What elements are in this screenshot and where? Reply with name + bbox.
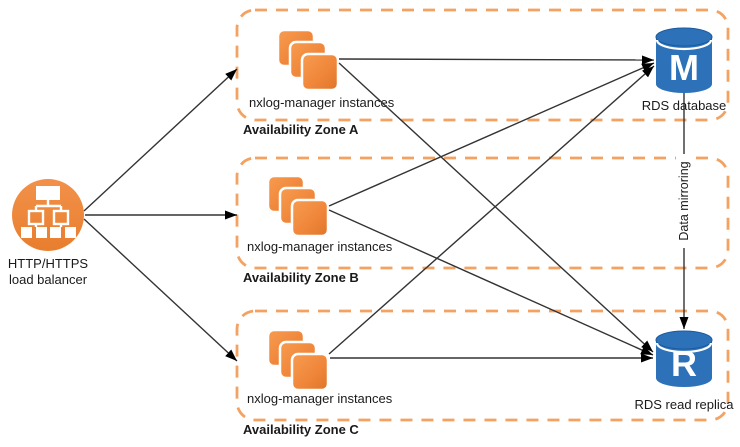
zone-c-instances-label: nxlog-manager instances [247, 391, 393, 406]
zone-b-instances-label: nxlog-manager instances [247, 239, 393, 254]
instance-stack-icon-c [266, 328, 330, 392]
edge-zone-a-rds-replica [338, 62, 654, 353]
availability-zone-c: Availability Zone C nxlog-manager instan… [235, 309, 730, 437]
edge-zone-a-rds-db [338, 55, 655, 65]
instance-stack-icon-a [276, 28, 340, 92]
availability-zone-a: Availability Zone A nxlog-manager instan… [235, 8, 730, 137]
edge-zone-b-rds-db [328, 62, 655, 207]
rds-read-replica-letter: R [671, 343, 697, 384]
network-tree-icon [21, 186, 76, 238]
rds-database: M RDS database [642, 27, 727, 113]
database-cylinder-icon [655, 27, 713, 93]
rds-read-replica-label: RDS read replica [635, 397, 735, 412]
database-cylinder-icon [655, 330, 713, 387]
data-mirroring-edge-label: Data mirroring [676, 154, 692, 248]
instance-square [290, 198, 330, 238]
availability-zone-b: Availability Zone B nxlog-manager instan… [235, 156, 730, 285]
zone-c-label: Availability Zone C [243, 422, 359, 437]
data-mirroring-text: Data mirroring [677, 161, 691, 240]
zone-a-label: Availability Zone A [243, 122, 359, 137]
rds-database-label: RDS database [642, 98, 727, 113]
load-balancer: HTTP/HTTPS load balancer [8, 179, 88, 287]
edge-lb-zone-c [83, 218, 238, 362]
zone-c-border [235, 309, 730, 422]
zone-a-instances-label: nxlog-manager instances [249, 95, 395, 110]
edges [83, 55, 689, 363]
load-balancer-label-line2: load balancer [9, 272, 88, 287]
edge-label-background [676, 154, 692, 248]
rds-database-letter: M [669, 47, 699, 88]
load-balancer-label-line1: HTTP/HTTPS [8, 256, 88, 271]
instance-square [290, 352, 330, 392]
instance-square [300, 52, 340, 92]
instance-stack-icon-b [266, 174, 330, 238]
rds-read-replica: R RDS read replica [635, 330, 735, 412]
zone-b-label: Availability Zone B [243, 270, 359, 285]
edge-lb-zone-a [83, 68, 238, 212]
edge-zone-c-rds-db [328, 65, 655, 355]
edge-zone-b-rds-replica [328, 209, 654, 356]
